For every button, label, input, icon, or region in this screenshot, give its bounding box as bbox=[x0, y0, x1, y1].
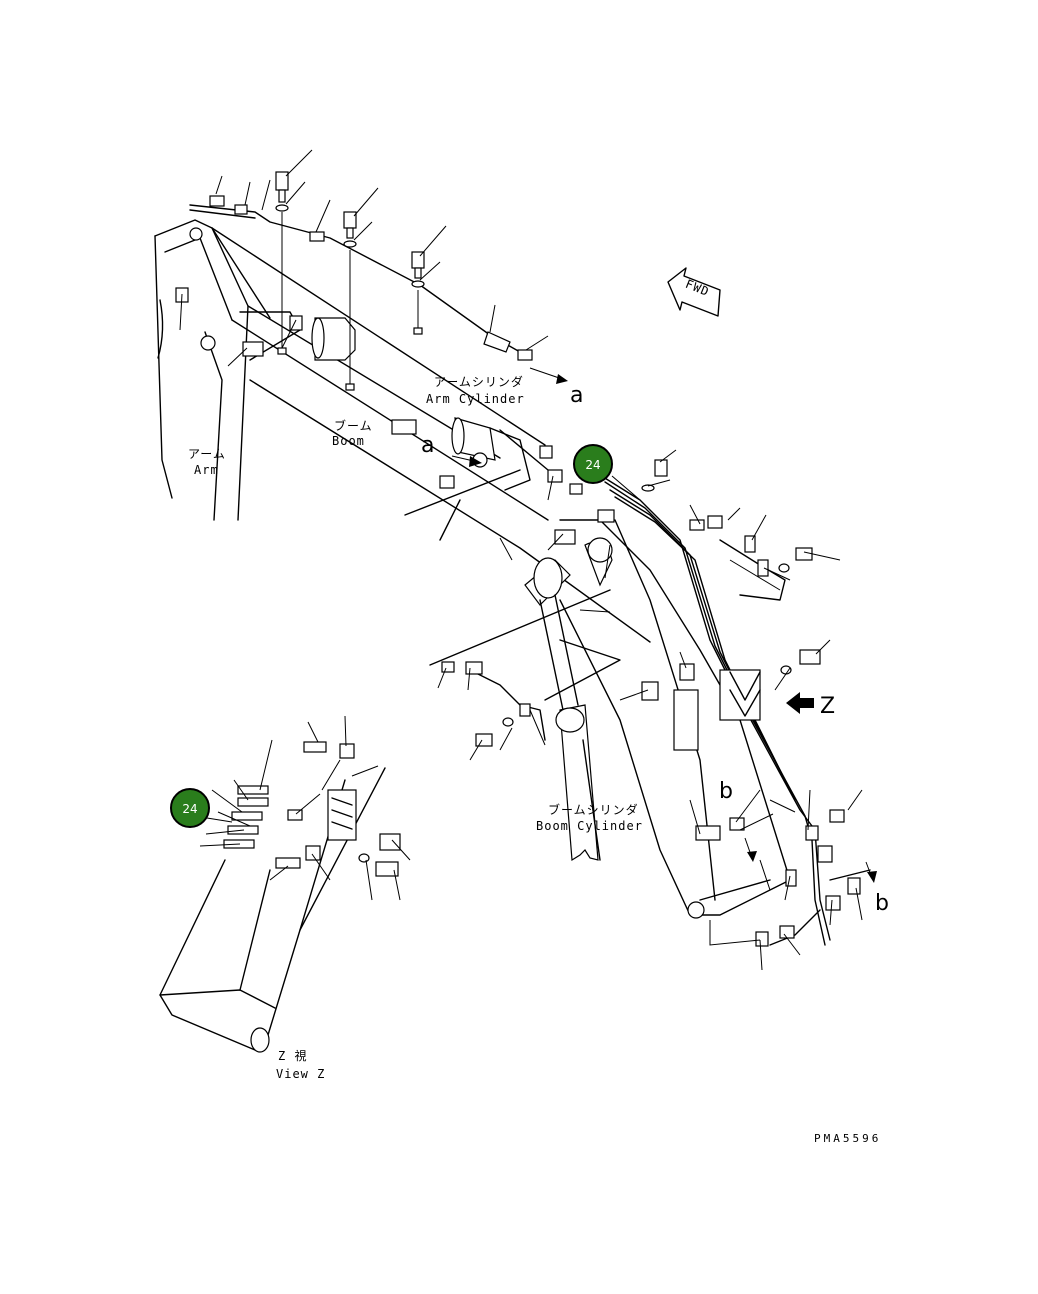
part-callout-24-main[interactable]: 24 bbox=[573, 444, 613, 484]
view-z-label-en: View Z bbox=[276, 1067, 325, 1081]
boom-cylinder-label-en: Boom Cylinder bbox=[536, 819, 643, 833]
view-z-label-jp: Z 視 bbox=[278, 1048, 307, 1063]
labels: アームシリンダ Arm Cylinder ブーム Boom アーム Arm ブー… bbox=[188, 374, 889, 1145]
boom-cylinder-label-jp: ブームシリンダ bbox=[548, 802, 639, 817]
arm-cylinder bbox=[311, 317, 549, 491]
arm-label-jp: アーム bbox=[188, 447, 226, 461]
view-z-detail bbox=[159, 715, 411, 1053]
fittings bbox=[175, 171, 861, 947]
ref-b-lower: b bbox=[875, 891, 889, 916]
drawing-code: PMA5596 bbox=[814, 1132, 881, 1145]
ref-a-top: a bbox=[570, 383, 583, 408]
ref-b-upper: b bbox=[719, 779, 733, 804]
part-callout-24-view-z[interactable]: 24 bbox=[170, 788, 210, 828]
ref-a-middle: a bbox=[421, 433, 434, 458]
callout-number: 24 bbox=[585, 458, 600, 472]
arm-cylinder-label-jp: アームシリンダ bbox=[434, 374, 524, 389]
boom-structure bbox=[404, 469, 791, 919]
boom-label-en: Boom bbox=[332, 434, 365, 448]
fwd-label: FWD bbox=[683, 277, 711, 299]
callout-circle bbox=[170, 788, 210, 828]
boom-label-jp: ブーム bbox=[334, 418, 373, 433]
view-z-direction-label: Z bbox=[820, 694, 835, 719]
leader-lines bbox=[179, 149, 863, 971]
arm-cylinder-label-en: Arm Cylinder bbox=[426, 392, 525, 406]
reference-arrows bbox=[451, 367, 877, 883]
callout-number: 24 bbox=[182, 802, 197, 816]
callout-circle bbox=[573, 444, 613, 484]
z-view-arrow-icon bbox=[786, 692, 814, 714]
fwd-arrow-icon: FWD bbox=[667, 267, 721, 317]
arm-label-en: Arm bbox=[194, 463, 219, 477]
boom-cylinder bbox=[524, 557, 601, 862]
